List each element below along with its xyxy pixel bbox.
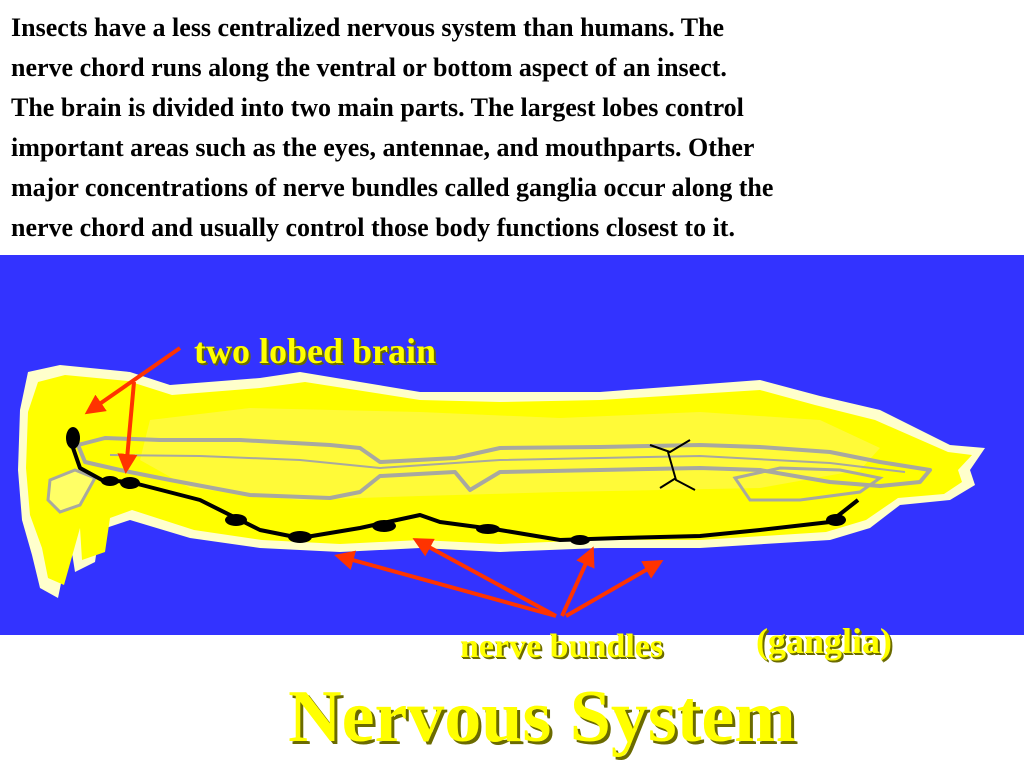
arrow-ganglion-4: [565, 560, 664, 618]
gut-outline: [76, 436, 932, 500]
ganglion: [372, 520, 396, 532]
ganglion: [570, 535, 590, 545]
arrow-brain-upper: [84, 346, 182, 415]
label-nerve-bundles: nerve bundles: [460, 628, 664, 665]
gut-inner-line: [109, 454, 906, 473]
hindgut-loop: [732, 466, 884, 502]
ganglia-pointer-arrows: [334, 538, 664, 618]
label-ganglia: (ganglia): [756, 621, 893, 661]
arrow-ganglion-2: [412, 538, 557, 618]
arrow-ganglion-1: [334, 550, 557, 618]
leg-stub: [46, 468, 98, 514]
brain-pointer-arrows: [84, 346, 182, 474]
ganglion: [225, 514, 247, 526]
nerve-branch-mark: [649, 439, 696, 491]
label-two-lobed-brain: two lobed brain: [194, 331, 437, 371]
arrow-brain-lower: [117, 381, 138, 474]
ganglion: [120, 477, 140, 489]
intro-paragraph: Insects have a less centralized nervous …: [11, 13, 774, 242]
ganglion: [101, 476, 119, 486]
ganglion: [288, 531, 312, 543]
page-title: Nervous System: [288, 676, 796, 758]
body-highlight: [140, 408, 880, 500]
ganglion: [826, 514, 846, 526]
ganglion: [476, 524, 500, 534]
arrow-ganglion-3: [560, 546, 595, 617]
brain-lobe: [66, 427, 80, 449]
